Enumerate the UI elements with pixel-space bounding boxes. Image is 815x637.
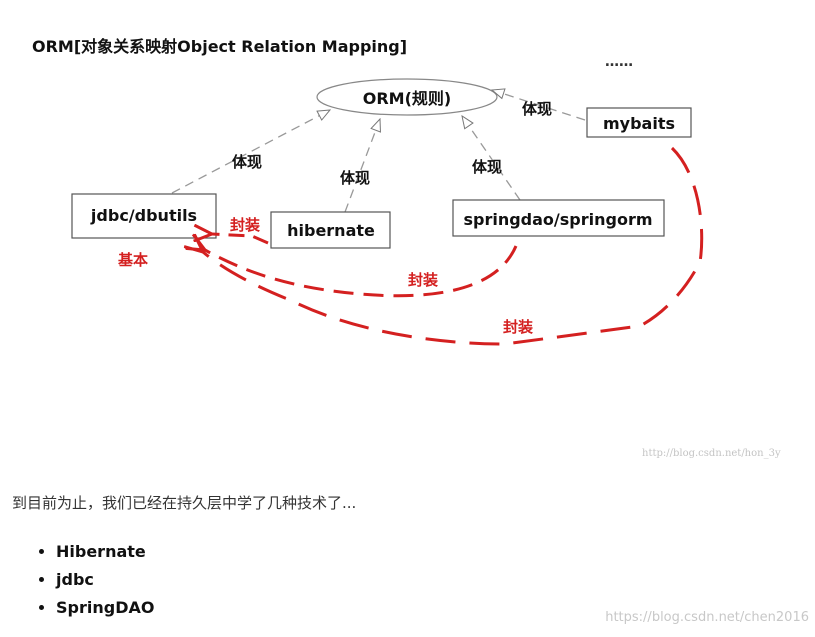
image-watermark: http://blog.csdn.net/hon_3y <box>642 448 781 459</box>
node-springdao-box <box>452 199 665 237</box>
edge-label-jdbc: 体现 <box>232 153 262 171</box>
edge-label-hibernate: 体现 <box>340 169 370 187</box>
annotation-wrap-mybaits: 封装 <box>503 318 534 336</box>
annotation-basic: 基本 <box>117 251 148 269</box>
edge-springdao-orm <box>462 116 521 201</box>
node-mybaits-label: mybaits <box>603 114 675 133</box>
list-item: Hibernate <box>56 538 154 566</box>
edge-mybaits-orm <box>492 90 586 121</box>
node-jdbc-label: jdbc/dbutils <box>90 206 197 225</box>
node-hibernate-label: hibernate <box>287 221 375 240</box>
node-springdao-label: springdao/springorm <box>463 210 652 229</box>
intro-paragraph: 到目前为止，我们已经在持久层中学了几种技术了... <box>12 494 357 512</box>
list-item: SpringDAO <box>56 594 154 622</box>
node-hibernate-box <box>270 211 391 249</box>
edge-jdbc-orm <box>171 110 330 194</box>
annotation-wrap-springdao: 封装 <box>408 271 439 289</box>
edge-label-springdao: 体现 <box>472 158 502 176</box>
wrap-arrow-mybaits <box>203 146 704 346</box>
node-mybaits-box <box>586 107 692 138</box>
ellipsis-text: …… <box>605 54 633 70</box>
orm-diagram: ORM[对象关系映射Object Relation Mapping] …… OR… <box>32 37 781 459</box>
wrap-arrow-springdao <box>205 246 518 298</box>
annotation-wrap-hibernate: 封装 <box>230 216 261 234</box>
tech-list: Hibernate jdbc SpringDAO <box>34 538 154 622</box>
wrap-arrow-hibernate <box>212 234 269 245</box>
orm-rule-label: ORM(规则) <box>363 89 451 108</box>
page-watermark: https://blog.csdn.net/chen2016 <box>605 610 809 625</box>
edge-hibernate-orm <box>344 119 380 213</box>
edge-label-mybaits: 体现 <box>522 100 552 118</box>
diagram-title: ORM[对象关系映射Object Relation Mapping] <box>32 37 407 56</box>
node-jdbc-box <box>71 193 217 239</box>
list-item: jdbc <box>56 566 154 594</box>
